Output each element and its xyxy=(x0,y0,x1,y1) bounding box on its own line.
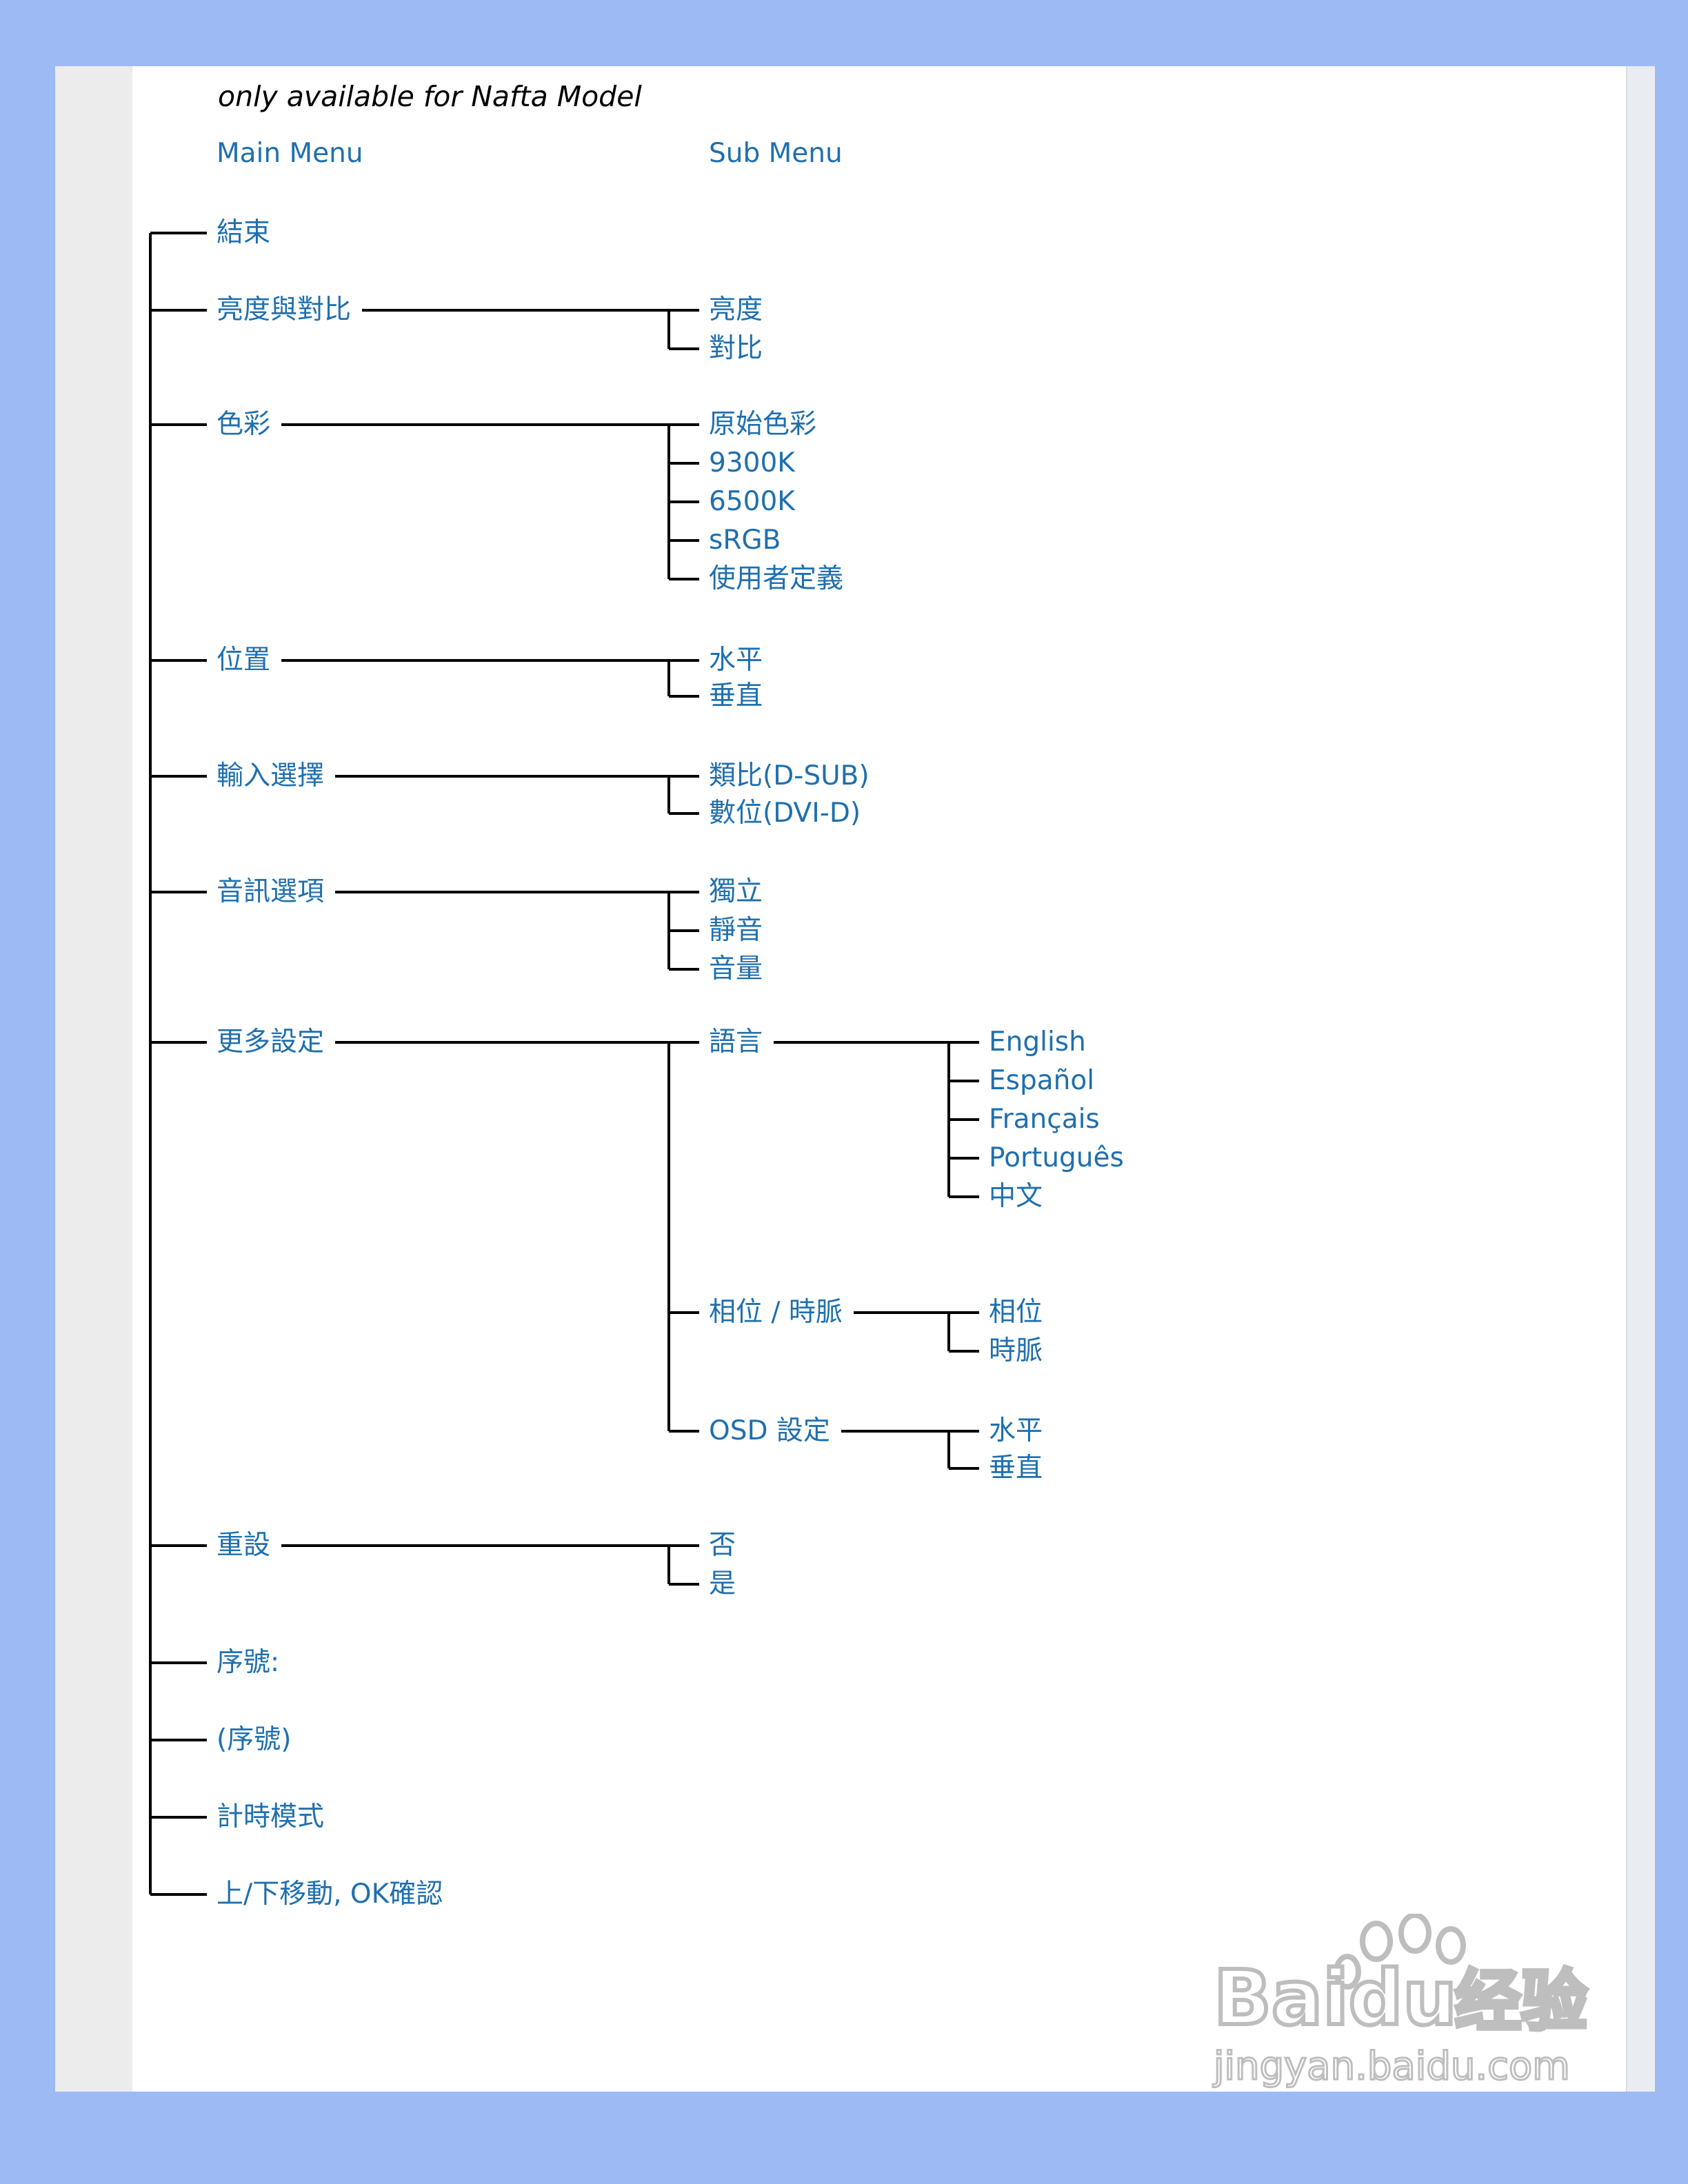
submenu-item[interactable]: 水平 xyxy=(709,645,763,676)
submenu-item[interactable]: 靜音 xyxy=(709,915,763,946)
nested-submenu-item[interactable]: 相位 xyxy=(989,1297,1043,1328)
nested-submenu-item[interactable]: 中文 xyxy=(989,1181,1043,1212)
nested-submenu-item[interactable]: Español xyxy=(989,1065,1095,1096)
main-menu-header: Main Menu xyxy=(217,138,363,169)
submenu-item[interactable]: 音量 xyxy=(709,953,763,984)
main-menu-item[interactable]: 亮度與對比 xyxy=(217,294,352,325)
watermark-brand: Baidu xyxy=(1214,1954,1457,2042)
main-menu-item[interactable]: 輸入選擇 xyxy=(217,760,325,791)
nested-submenu-item[interactable]: Português xyxy=(989,1142,1124,1173)
main-menu-item[interactable]: 重設 xyxy=(217,1530,271,1561)
nested-submenu-item[interactable]: Français xyxy=(989,1104,1100,1135)
main-menu-item[interactable]: 位置 xyxy=(217,645,271,676)
submenu-item[interactable]: 垂直 xyxy=(709,680,763,711)
main-menu-item[interactable]: 更多設定 xyxy=(217,1027,325,1058)
watermark-site: jingyan.baidu.com xyxy=(1212,2044,1570,2089)
submenu-item[interactable]: 對比 xyxy=(709,333,763,364)
nafta-note: only available for Nafta Model xyxy=(218,80,642,113)
main-menu-item[interactable]: 色彩 xyxy=(217,409,271,440)
sub-menu-header: Sub Menu xyxy=(709,138,843,169)
main-menu-item[interactable]: 結束 xyxy=(217,217,271,248)
submenu-item[interactable]: 6500K xyxy=(709,486,795,517)
main-menu-item[interactable]: 音訊選項 xyxy=(217,876,325,907)
watermark-product: 经验 xyxy=(1455,1963,1587,2040)
nested-submenu-item[interactable]: 水平 xyxy=(989,1415,1043,1446)
submenu-item[interactable]: 相位 / 時脈 xyxy=(709,1297,843,1328)
submenu-item[interactable]: 類比(D-SUB) xyxy=(709,760,870,791)
menu-tree-lines xyxy=(149,232,979,1896)
submenu-item[interactable]: 9300K xyxy=(709,447,795,478)
submenu-item[interactable]: 否 xyxy=(709,1530,736,1561)
submenu-item[interactable]: 原始色彩 xyxy=(709,409,817,440)
submenu-item[interactable]: 數位(DVI-D) xyxy=(709,798,861,829)
nested-submenu-item[interactable]: 時脈 xyxy=(989,1335,1043,1366)
left-gutter xyxy=(55,66,132,2092)
main-menu-item[interactable]: 計時模式 xyxy=(217,1801,325,1832)
submenu-item[interactable]: 亮度 xyxy=(709,294,763,325)
main-menu-item[interactable]: 序號: xyxy=(217,1647,280,1678)
submenu-item[interactable]: 獨立 xyxy=(709,876,763,907)
main-menu-item[interactable]: 上/下移動, OK確認 xyxy=(217,1879,443,1910)
submenu-item[interactable]: 是 xyxy=(709,1568,736,1599)
submenu-item[interactable]: 使用者定義 xyxy=(709,563,844,594)
nested-submenu-item[interactable]: English xyxy=(989,1027,1086,1058)
submenu-item[interactable]: OSD 設定 xyxy=(709,1415,830,1446)
document-page: only available for Nafta Model Main Menu… xyxy=(55,66,1655,2092)
paw-logo-icon xyxy=(1334,1914,1466,1990)
main-menu-item[interactable]: (序號) xyxy=(217,1724,292,1755)
baidu-jingyan-watermark: Baidu 经验 jingyan.baidu.com xyxy=(1212,1914,1589,2090)
submenu-item[interactable]: sRGB xyxy=(709,525,781,556)
submenu-item[interactable]: 語言 xyxy=(709,1027,763,1058)
nested-submenu-item[interactable]: 垂直 xyxy=(989,1453,1043,1484)
right-gutter xyxy=(1626,66,1655,2092)
